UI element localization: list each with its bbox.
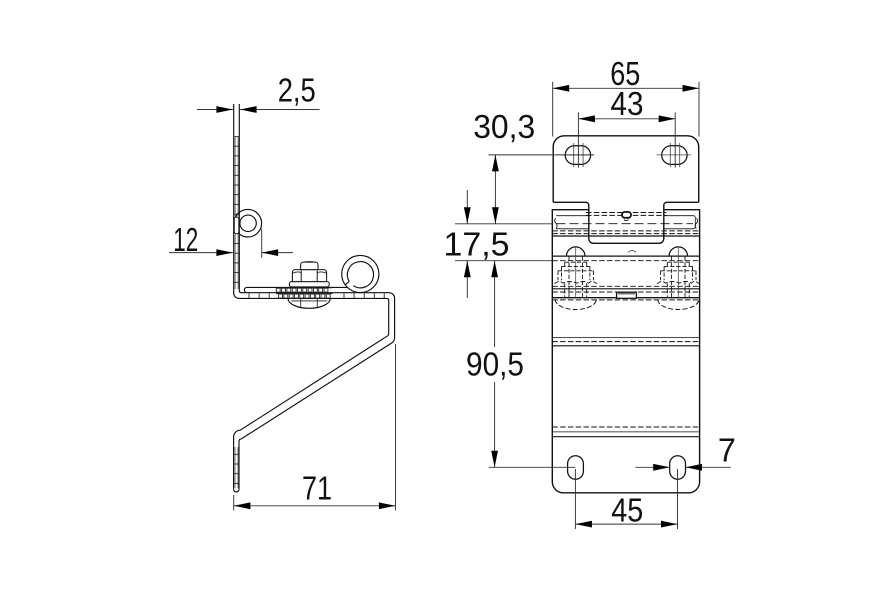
- svg-text:12: 12: [173, 222, 198, 259]
- svg-text:30,3: 30,3: [473, 109, 535, 146]
- svg-text:65: 65: [610, 56, 640, 93]
- svg-text:7: 7: [718, 433, 736, 470]
- svg-text:90,5: 90,5: [466, 347, 524, 384]
- svg-text:45: 45: [611, 492, 643, 529]
- svg-text:17,5: 17,5: [444, 227, 510, 264]
- svg-text:43: 43: [611, 86, 644, 123]
- svg-text:71: 71: [302, 471, 332, 508]
- svg-text:2,5: 2,5: [278, 73, 316, 110]
